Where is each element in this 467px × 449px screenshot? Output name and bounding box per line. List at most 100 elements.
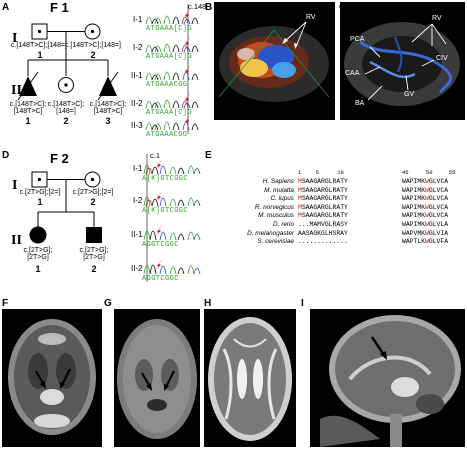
pedigree-f1-i1-carrier-dot — [37, 29, 42, 34]
alignment-n-seq: MSAAGARGLRATY — [294, 212, 402, 221]
alignment-w-residue: W — [425, 238, 429, 246]
alignment-n-seq: AASAGKGLHSRAY — [294, 230, 402, 239]
alignment-n-rest: ............. — [298, 238, 348, 246]
echo-image-b: RV — [214, 2, 335, 120]
alignment-species: H. Sapiens — [262, 178, 294, 185]
trace-label-f2-ii2: II-2 — [131, 264, 143, 273]
alignment-tick-1: 1 — [298, 169, 302, 176]
individual-number-f2-i2: 2 — [90, 197, 96, 207]
alignment-n-seq: MSAAGARGLRATY — [294, 187, 402, 196]
panel-label-i: I — [301, 298, 304, 309]
alignment-n-rest: SAAGARGLRATY — [301, 203, 348, 211]
alignment-c-pre: WAPIMK — [402, 178, 426, 185]
alignment-w-residue: W — [425, 229, 429, 237]
alignment-species: D. rerio — [273, 220, 294, 228]
alignment-n-rest: SAAGARGLRATY — [301, 212, 348, 220]
trace-seq-f1-ii1: ATGAAACGG — [146, 81, 188, 89]
trace-label-f2-ii1: II-1 — [131, 230, 143, 239]
echo-c-ba-label: BA — [355, 100, 365, 107]
alignment-species: C. lupus — [270, 195, 294, 203]
individual-number-f2-ii2: 2 — [91, 264, 97, 274]
trace-position-label-d: c.1 — [150, 151, 161, 160]
alignment-tick-5: 5 — [315, 169, 319, 176]
genotype-f1-i2: c.[148T>C];[148=] — [64, 42, 122, 49]
alignment-n-seq: MSAAGARGLRATY — [294, 204, 402, 213]
echo-c-pca-label: PCA — [350, 36, 365, 43]
alignment-c-seq: WAPIMKWGLVCA — [402, 178, 448, 187]
alignment-c-pre: WAPIMK — [402, 212, 426, 220]
alignment-n-rest: SAAGARGLRATY — [301, 178, 348, 185]
alignment-c-pre: WAPIMK — [402, 220, 426, 228]
trace-seq-f1-i1: ATGAAA[C]G — [146, 25, 193, 33]
alignment-w-residue: W — [425, 203, 429, 211]
alignment-n-seq: MSAAGARGLRATY — [294, 178, 402, 187]
alignment-row: D. rerio ...MAMVGLRASY WAPIMKWGLVLA — [212, 221, 448, 230]
alignment-ticks-left: 1 5 10 — [298, 169, 344, 178]
alignment-tick-50: 50 — [425, 169, 433, 176]
trace-seq-f1-i2: ATGAAA[C]G — [146, 53, 193, 61]
pedigree-f1-i2-carrier-dot — [90, 29, 95, 34]
trace-label-f1-ii1: II-1 — [131, 71, 143, 80]
alignment-c-pre: WAPIMK — [402, 186, 426, 194]
alignment-w-residue: W — [425, 178, 429, 185]
panel-label-a: A — [2, 2, 10, 13]
pedigree-f1-diagram — [17, 23, 119, 101]
genotype-f1-ii1: c.[148T>C]; [148T>C] — [9, 101, 47, 115]
generation-label-ii-d: II — [11, 233, 22, 248]
alignment-c-post: GLVLA — [428, 220, 449, 228]
panel-label-g: G — [104, 298, 112, 309]
trace-seq-f2-ii2: AGGTCGGC — [142, 275, 179, 283]
genotype-f1-i1: c.[148T>C];[148=] — [10, 42, 68, 49]
alignment-c-post: GLVCA — [428, 178, 449, 185]
pedigree-f1-ii2-carrier-dot — [64, 83, 68, 87]
alignment-n-rest: SAAGARGLRATY — [301, 186, 348, 194]
alignment-w-residue: W — [425, 186, 429, 194]
alignment-c-seq: WAPIMKWGLVCA — [402, 195, 448, 204]
alignment-row: H. Sapiens MSAAGARGLRATY WAPIMKWGLVCA — [212, 178, 448, 187]
alignment-c-pre: WAPIMK — [402, 195, 426, 203]
panel-label-f: F — [2, 298, 9, 309]
individual-number-f2-ii1: 1 — [35, 264, 41, 274]
alignment-row: C. lupus MSAAGARGLRATY WAPIMKWGLVCA — [212, 195, 449, 204]
individual-number-f1-i2: 2 — [90, 50, 96, 60]
trace-seq-f1-ii2: ATGAAA[C]G — [146, 109, 193, 117]
trace-seq-f2-i1: A[K]GTCGGC — [142, 175, 189, 183]
alignment-w-residue: W — [425, 195, 429, 203]
alignment-c-seq: WAPIMKWGLVCA — [402, 212, 448, 221]
alignment-n-seq: MSAAGARGLRATY — [294, 195, 402, 204]
trace-label-f1-i2: I-2 — [133, 43, 143, 52]
alignment-species: D. melanogaster — [247, 229, 294, 237]
alignment-c-post: GLVIA — [428, 229, 449, 237]
alignment-c-post: GLVCA — [428, 186, 449, 194]
trace-label-f2-i2: I-2 — [133, 196, 143, 205]
trace-label-f1-i1: I-1 — [133, 15, 143, 24]
panel-label-e: E — [205, 150, 212, 161]
trace-seq-f2-ii1: AGGTCGGC — [142, 241, 179, 249]
alignment-species: M. mulatta — [264, 186, 294, 194]
trace-seq-f2-i2: A[K]GTCGGC — [142, 207, 189, 215]
alignment-start-residue: M — [298, 203, 302, 211]
sanger-traces-f1 — [145, 4, 199, 134]
alignment-row: M. musculus MSAAGARGLRATY WAPIMKWGLVCA — [212, 212, 448, 221]
alignment-species: R. norvegicus — [254, 203, 294, 211]
pedigree-f2-diagram — [29, 171, 102, 244]
echo-c-civ-label: CIV — [436, 55, 448, 62]
generation-label-i: I — [12, 31, 18, 46]
alignment-c-post: GLVCA — [428, 212, 449, 220]
echo-b-rv-label: RV — [306, 14, 316, 21]
mri-image-g — [114, 309, 200, 447]
alignment-species: M. musculus — [258, 212, 294, 220]
alignment-start-residue: M — [298, 178, 302, 185]
alignment-tick-45: 45 — [402, 169, 409, 176]
trace-label-f1-ii2: II-2 — [131, 99, 143, 108]
alignment-n-seq: ...MAMVGLRASY — [294, 221, 402, 230]
alignment-n-rest: AASAGKGLHSRAY — [298, 229, 348, 237]
pedigree-f2-i1-carrier-dot — [37, 177, 42, 182]
genotype-f1-ii2: c.[148T>C]; [148=] — [47, 101, 85, 115]
pedigree-f2-i2-carrier-dot — [90, 177, 95, 182]
mri-image-i — [310, 309, 465, 447]
trace-position-label-a: c.148 — [188, 2, 207, 11]
mri-image-f — [2, 309, 102, 447]
family-title-f2: F 2 — [50, 151, 69, 166]
panel-label-d: D — [2, 150, 10, 161]
